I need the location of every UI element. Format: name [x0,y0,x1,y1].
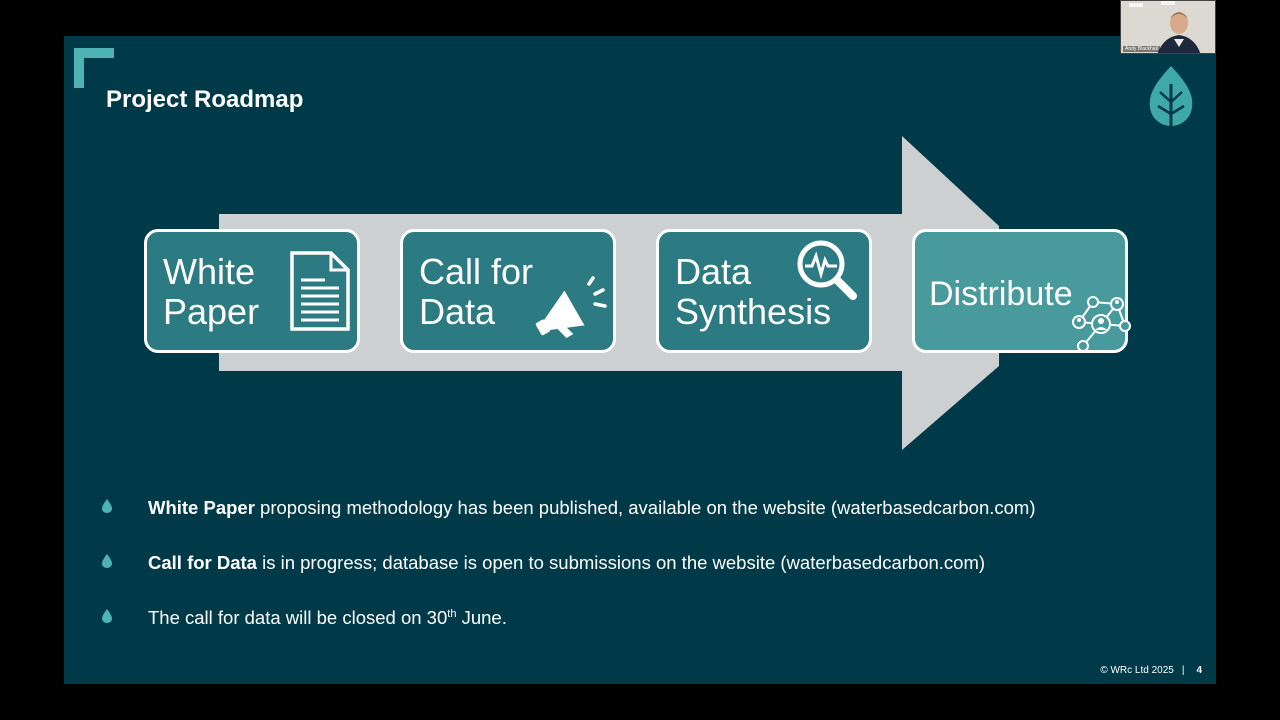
document-icon [290,251,350,331]
webcam-thumbnail[interactable]: Andy Blackhall [1120,0,1216,54]
megaphone-icon [535,276,607,339]
stage-label: Distribute [929,275,1073,313]
bullet-text: proposing methodology has been published… [254,497,1036,518]
slide: Project Roadmap White Paper [64,36,1216,684]
presenter-video-icon [1121,1,1215,53]
slide-footer: © WRc Ltd 2025 | 4 [1100,665,1202,676]
stage-data-synthesis: Data Synthesis [656,229,872,353]
drop-bullet-icon [102,554,112,568]
corner-bracket-icon [74,48,114,88]
superscript: th [447,607,457,620]
slide-title: Project Roadmap [106,86,304,113]
drop-bullet-icon [102,609,112,623]
bullet-text: The call for data will be closed on 30 [148,607,448,628]
bullet-bold: Call for Data [148,552,257,573]
bullet-bold: White Paper [148,497,255,518]
bullet-text: is in progress; database is open to subm… [256,552,986,573]
stage-distribute: Distribute [912,229,1131,353]
list-item: The call for data will be closed on 30th… [102,594,1182,649]
drop-bullet-icon [102,499,112,513]
bullet-text-end: June. [456,607,507,628]
webcam-name-label: Andy Blackhall [1123,46,1160,52]
network-icon [1072,296,1131,352]
magnifier-pulse-icon [797,240,857,300]
stage-call-for-data: Call for Data [400,229,616,353]
list-item: Call for Data is in progress; database i… [102,539,1182,594]
stage-white-paper: White Paper [144,229,360,353]
stage-label: Call for Data [419,251,534,332]
stage-label: White Paper [163,251,260,332]
leaf-logo-icon [1149,66,1193,134]
bullet-list: White Paper proposing methodology has be… [102,484,1182,649]
list-item: White Paper proposing methodology has be… [102,484,1182,539]
stage-label: Data Synthesis [675,251,832,332]
page-number: 4 [1196,665,1202,676]
copyright: © WRc Ltd 2025 [1100,665,1174,676]
footer-separator: | [1181,665,1185,676]
